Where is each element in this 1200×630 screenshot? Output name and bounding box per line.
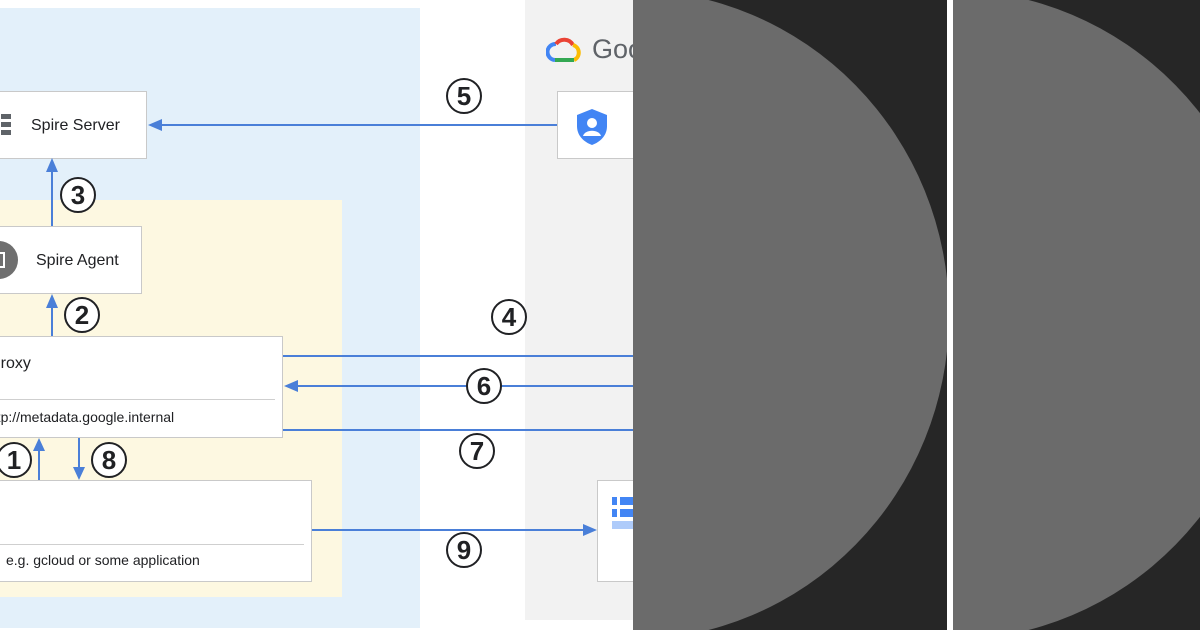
overlay-panel-right	[953, 0, 1200, 630]
step-4-badge: 4	[491, 299, 527, 335]
step-3-badge: 3	[60, 177, 96, 213]
spire-agent-box: Spire Agent	[0, 226, 142, 294]
proxy-title: Proxy	[0, 355, 31, 372]
step-5-badge: 5	[446, 78, 482, 114]
storage-icon	[612, 497, 634, 529]
client-divider	[0, 544, 304, 545]
proxy-box: Proxy http://metadata.google.internal	[0, 336, 283, 438]
client-app-box: e.g. gcloud or some application	[0, 480, 312, 582]
shield-user-icon	[577, 109, 607, 145]
server-stack-icon	[1, 114, 11, 135]
step-7-badge: 7	[459, 433, 495, 469]
spire-server-label: Spire Server	[31, 117, 120, 134]
step-2-badge: 2	[64, 297, 100, 333]
chip-icon	[0, 241, 18, 279]
step-8-badge: 8	[91, 442, 127, 478]
spire-agent-label: Spire Agent	[36, 252, 119, 269]
overlay-half-circle-right	[953, 0, 1200, 630]
step-9-badge: 9	[446, 532, 482, 568]
proxy-url: http://metadata.google.internal	[0, 409, 175, 425]
overlay-half-circle-left	[633, 0, 947, 630]
proxy-divider	[0, 399, 275, 400]
client-note: e.g. gcloud or some application	[6, 552, 200, 568]
step-6-badge: 6	[466, 368, 502, 404]
step-1-badge: 1	[0, 442, 32, 478]
spire-server-box: Spire Server	[0, 91, 147, 159]
overlay-separator	[947, 0, 953, 630]
overlay-panel-left	[633, 0, 947, 630]
storage-service-box	[597, 480, 637, 582]
identity-service-box	[557, 91, 637, 159]
google-cloud-logo-icon	[546, 37, 581, 62]
